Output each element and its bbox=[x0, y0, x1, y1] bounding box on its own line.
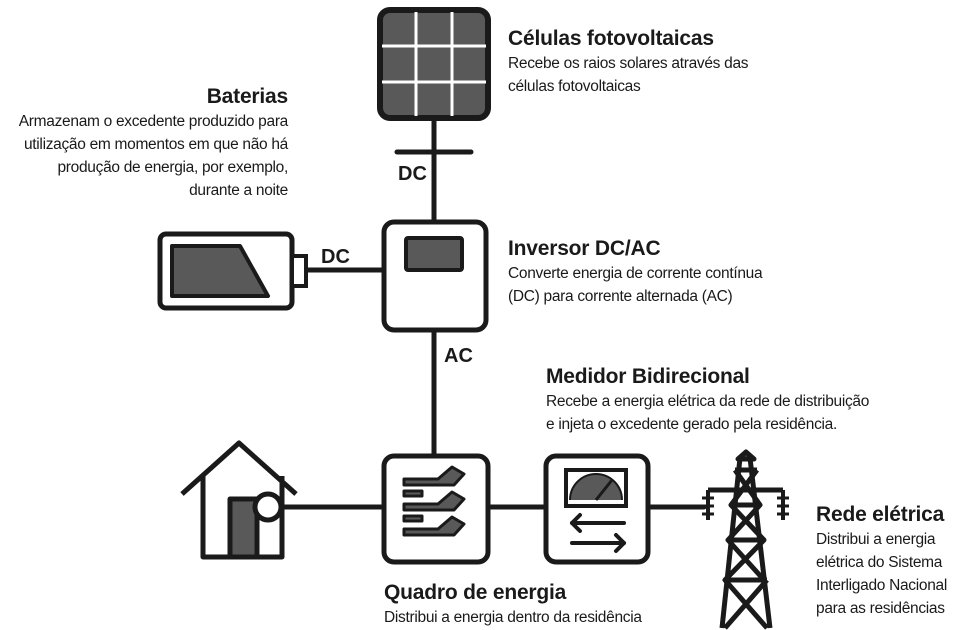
battery-icon bbox=[157, 231, 308, 311]
battery-desc-3: produção de energia, por exemplo, bbox=[57, 159, 288, 176]
grid-desc-3: Interligado Nacional bbox=[816, 577, 948, 594]
bidirectional-meter-icon bbox=[543, 453, 651, 565]
grid-title: Rede elétrica bbox=[816, 503, 945, 526]
solar-desc-1: Recebe os raios solares através das bbox=[508, 55, 749, 72]
solar-inverter-dc-label: DC bbox=[398, 163, 427, 185]
solar-label-group: Células fotovoltaicas Recebe os raios so… bbox=[508, 26, 749, 98]
transmission-tower-icon bbox=[702, 449, 789, 630]
house-icon bbox=[180, 440, 298, 560]
inverter-panel-ac-label: AC bbox=[444, 345, 473, 367]
inverter-icon bbox=[381, 219, 489, 333]
battery-desc-1: Armazenam o excedente produzido para bbox=[18, 113, 289, 130]
solar-panel-icon bbox=[377, 7, 491, 121]
inverter-desc-1: Converte energia de corrente contínua bbox=[508, 265, 763, 282]
battery-desc-4: durante a noite bbox=[189, 182, 288, 199]
grid-desc-1: Distribui a energia bbox=[816, 531, 936, 548]
distribution-panel-icon bbox=[381, 453, 491, 565]
panel-label-group: Quadro de energia Distribui a energia de… bbox=[384, 580, 642, 629]
battery-desc-2: utilização em momentos em que não há bbox=[23, 136, 288, 153]
battery-inverter-dc-label: DC bbox=[321, 246, 350, 268]
meter-desc-1: Recebe a energia elétrica da rede de dis… bbox=[546, 393, 870, 410]
inverter-desc-2: (DC) para corrente alternada (AC) bbox=[508, 288, 733, 305]
meter-title: Medidor Bidirecional bbox=[546, 365, 750, 388]
grid-desc-2: elétrica do Sistema bbox=[816, 554, 943, 571]
meter-desc-2: e injeta o excedente gerado pela residên… bbox=[546, 416, 837, 433]
meter-label-group: Medidor Bidirecional Recebe a energia el… bbox=[546, 364, 869, 436]
grid-desc-4: para as residências bbox=[816, 600, 945, 617]
grid-label-group: Rede elétrica Distribui a energia elétri… bbox=[816, 502, 947, 620]
solar-title: Células fotovoltaicas bbox=[508, 27, 714, 50]
panel-title: Quadro de energia bbox=[384, 581, 567, 604]
inverter-label-group: Inversor DC/AC Converte energia de corre… bbox=[508, 236, 763, 308]
battery-label-group: Baterias Armazenam o excedente produzido… bbox=[0, 84, 289, 202]
inverter-title: Inversor DC/AC bbox=[508, 237, 661, 260]
battery-title: Baterias bbox=[206, 85, 288, 108]
solar-desc-2: células fotovoltaicas bbox=[508, 78, 641, 95]
panel-desc-1: Distribui a energia dentro da residência bbox=[384, 609, 642, 626]
